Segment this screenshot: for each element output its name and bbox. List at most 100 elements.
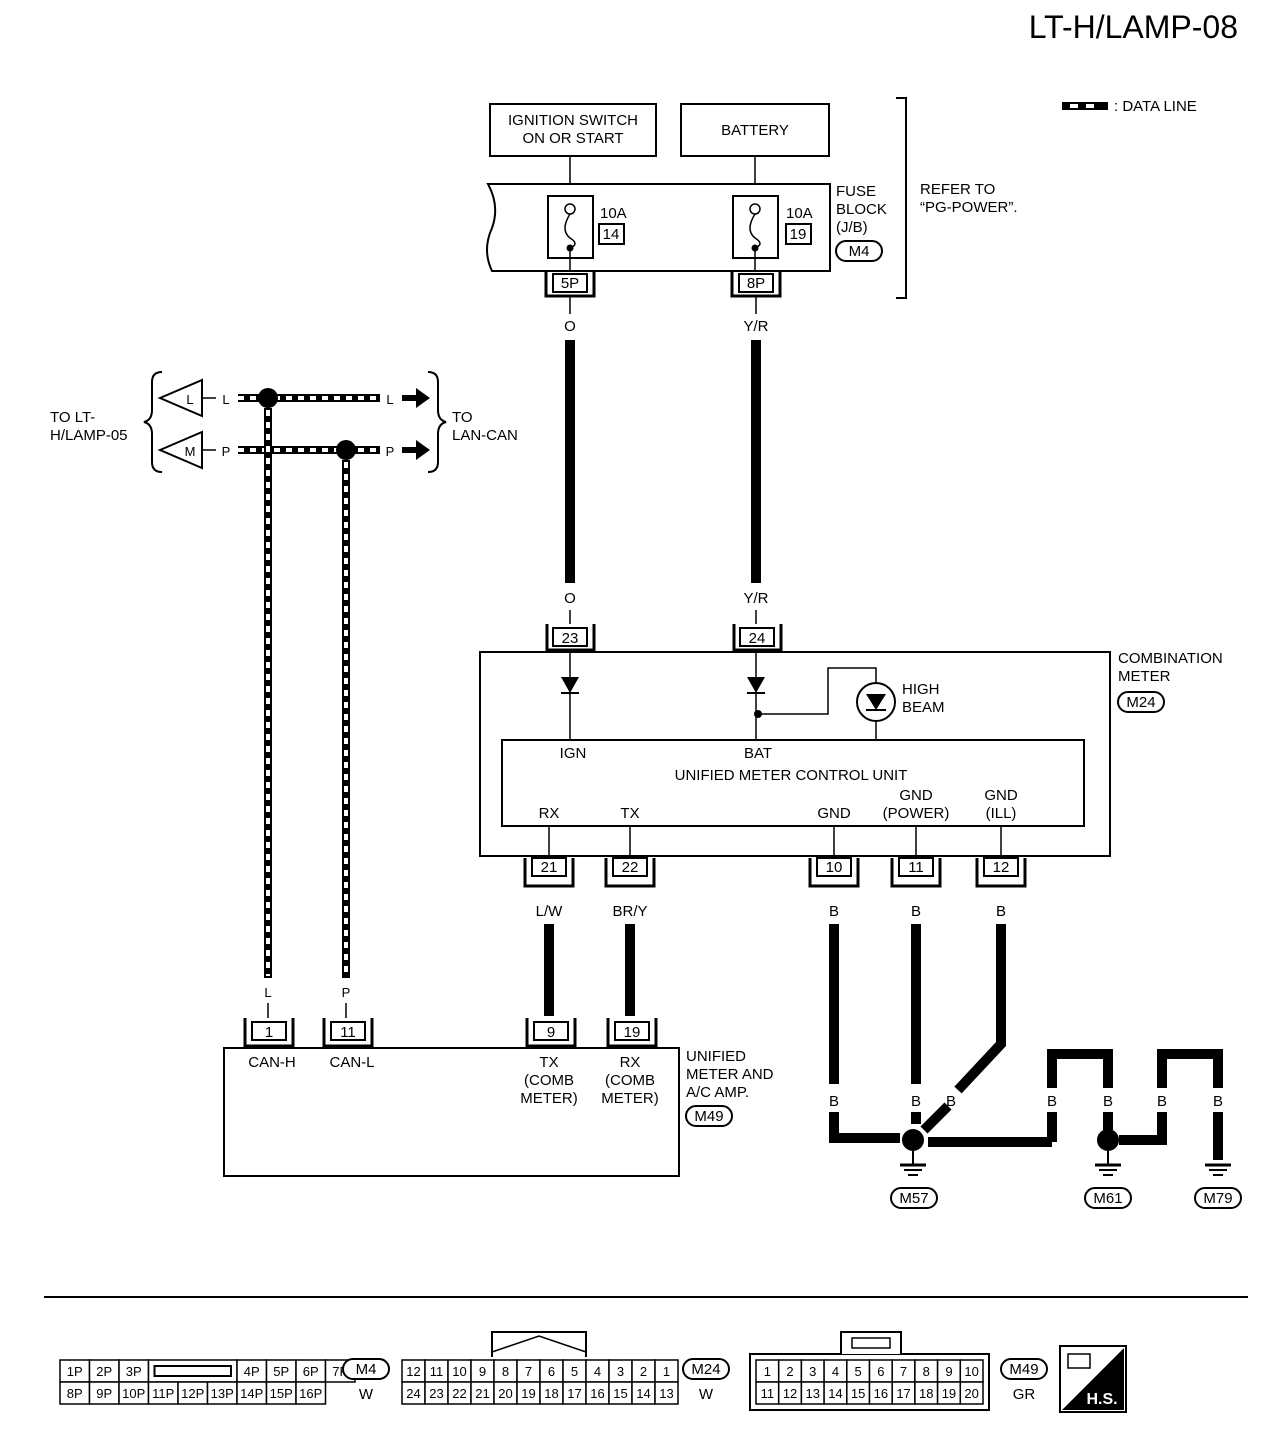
- can-h-wire-color: L: [264, 985, 271, 1000]
- refer-label-2: “PG-POWER”.: [920, 199, 1018, 216]
- unified-amp-label-3: A/C AMP.: [686, 1084, 749, 1101]
- ground-m61: M61: [1093, 1190, 1122, 1207]
- connector-m49-pin-12: 12: [783, 1386, 797, 1401]
- fuse-block-label-3: (J/B): [836, 219, 868, 236]
- to-lancan-label-2: LAN-CAN: [452, 427, 518, 444]
- amp-pin-1: 1: [265, 1024, 273, 1041]
- meter-pin-12: 12: [993, 859, 1010, 876]
- wire-color-o-top: O: [564, 318, 576, 335]
- connector-m24-pin-13: 13: [659, 1386, 673, 1401]
- rx-comb-label-3: METER): [601, 1090, 659, 1107]
- connector-m4-pin-11P: 11P: [152, 1386, 174, 1401]
- connector-tag-m4: [835, 240, 883, 262]
- can-l-wire-color: P: [342, 985, 351, 1000]
- connector-m49-pin-19: 19: [942, 1386, 956, 1401]
- connector-m24-pin-8: 8: [502, 1364, 509, 1379]
- to-lancan-label-1: TO: [452, 409, 473, 426]
- amp-pin-9: 9: [547, 1024, 555, 1041]
- connector-m4-pin-9P: 9P: [96, 1386, 112, 1401]
- fuse-19-amp: 10A: [786, 205, 813, 222]
- connector-m49-pin-10: 10: [964, 1364, 978, 1379]
- connector-m4-pin-1P: 1P: [67, 1364, 83, 1379]
- tx-comb-label-1: TX: [539, 1054, 558, 1071]
- ground-wire-b-3: B: [946, 1093, 956, 1110]
- connector-m49-pin-4: 4: [832, 1364, 839, 1379]
- bat-terminal-label: BAT: [744, 745, 772, 762]
- ignition-label-2: ON OR START: [522, 130, 623, 147]
- connector-m49-pin-3: 3: [809, 1364, 816, 1379]
- connector-m4-pin-8P: 8P: [67, 1386, 83, 1401]
- connector-m4-pin-3P: 3P: [126, 1364, 142, 1379]
- connector-tag-m49: [685, 1105, 733, 1127]
- fuse-14-number: 14: [603, 226, 620, 243]
- meter-pin-23: 23: [562, 630, 579, 647]
- meter-pin-11: 11: [908, 859, 924, 876]
- gnd-power-label-2: (POWER): [883, 805, 950, 822]
- fuse-block-label-1: FUSE: [836, 183, 876, 200]
- connector-tag-m24: [1117, 691, 1165, 713]
- fuse-pin-5p: 5P: [561, 275, 579, 292]
- connector-m4-pin-13P: 13P: [211, 1386, 234, 1401]
- connector-m49-pin-17: 17: [896, 1386, 910, 1401]
- ignition-label-1: IGNITION SWITCH: [508, 112, 638, 129]
- connector-m24-pin-6: 6: [548, 1364, 555, 1379]
- data-line-legend: : DATA LINE: [1062, 98, 1197, 115]
- connector-m24-pin-19: 19: [521, 1386, 535, 1401]
- wire-color-o-bottom: O: [564, 590, 576, 607]
- meter-pin-22: 22: [622, 859, 639, 876]
- combination-meter-label-1: COMBINATION: [1118, 650, 1223, 667]
- tx-terminal-label: TX: [620, 805, 639, 822]
- unified-amp-label-2: METER AND: [686, 1066, 774, 1083]
- connector-m24-pin-15: 15: [613, 1386, 627, 1401]
- connector-m24-pin-11: 11: [430, 1364, 444, 1379]
- ign-terminal-label: IGN: [560, 745, 587, 762]
- ground-wire-b-4: B: [1047, 1093, 1057, 1110]
- hs-badge: H.S.: [1059, 1345, 1127, 1413]
- can-l-ref-arrow: M: [157, 430, 203, 470]
- connector-m49-pin-5: 5: [855, 1364, 862, 1379]
- high-beam-label-1: HIGH: [902, 681, 940, 698]
- can-h-ref-arrow: L: [157, 378, 203, 418]
- connector-m4-pin-2P: 2P: [96, 1364, 112, 1379]
- meter-bottom-connectors: [523, 857, 1027, 888]
- connector-m24-pin-4: 4: [594, 1364, 601, 1379]
- connector-m4-pin-16P: 16P: [299, 1386, 322, 1401]
- can-l-left-color: P: [222, 444, 231, 459]
- gnd-terminal-label: GND: [817, 805, 851, 822]
- connector-m24-pin-1: 1: [663, 1364, 670, 1379]
- connector-tag-m49-footer: [1000, 1358, 1048, 1380]
- connector-m24-pin-20: 20: [498, 1386, 512, 1401]
- connector-color-m49: GR: [1013, 1386, 1036, 1403]
- wire-color-lw: L/W: [536, 903, 564, 920]
- connector-m24-pin-3: 3: [617, 1364, 624, 1379]
- can-h-right-color: L: [386, 392, 393, 407]
- wire-color-b-11: B: [911, 903, 921, 920]
- to-lamp05-label-2: H/LAMP-05: [50, 427, 128, 444]
- control-unit-label: UNIFIED METER CONTROL UNIT: [675, 767, 908, 784]
- ground-tag-m79: [1194, 1187, 1242, 1209]
- connector-m49-pin-11: 11: [761, 1386, 775, 1401]
- connector-m4-pin-10P: 10P: [122, 1386, 145, 1401]
- can-l-right-color: P: [386, 444, 395, 459]
- wire-color-bry: BR/Y: [612, 903, 647, 920]
- connector-tag-m4-footer: [342, 1358, 390, 1380]
- amp-pin-19: 19: [624, 1024, 641, 1041]
- connector-m49-pin-18: 18: [919, 1386, 933, 1401]
- meter-pin-10: 10: [826, 859, 843, 876]
- connector-m49-pin-2: 2: [786, 1364, 793, 1379]
- can-l-splice: [336, 440, 356, 460]
- tx-comb-label-3: METER): [520, 1090, 578, 1107]
- connector-m4-pin-5P: 5P: [273, 1364, 289, 1379]
- fuse-19-number: 19: [790, 226, 807, 243]
- connector-m49-pin-1: 1: [764, 1364, 771, 1379]
- to-lamp05-label-1: TO LT-: [50, 409, 95, 426]
- connector-m49-pin-16: 16: [874, 1386, 888, 1401]
- rx-terminal-label: RX: [539, 805, 560, 822]
- connector-m4-pin-4P: 4P: [244, 1364, 260, 1379]
- ignition-switch-box: [489, 103, 657, 157]
- ground-m79: M79: [1203, 1190, 1232, 1207]
- connector-m24-pin-23: 23: [429, 1386, 443, 1401]
